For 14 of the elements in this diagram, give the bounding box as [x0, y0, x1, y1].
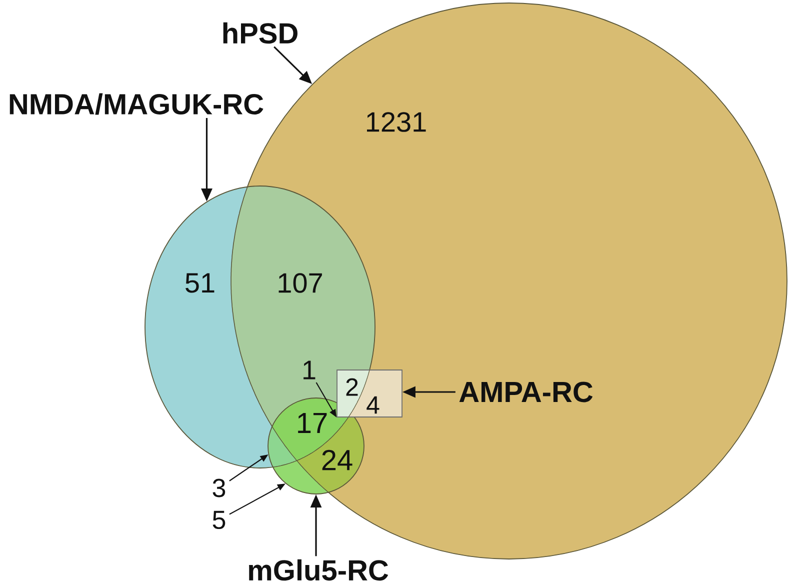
set-label: AMPA-RC — [459, 382, 593, 402]
region-count: 51 — [186, 273, 214, 293]
region-count: 4 — [366, 396, 380, 414]
set-label: mGlu5-RC — [249, 559, 388, 581]
set-label: NMDA/MAGUK-RC — [10, 93, 264, 115]
region-count: 1231 — [367, 112, 426, 132]
region-count: 1 — [304, 360, 316, 380]
region-count: 2 — [346, 378, 358, 396]
region-count: 3 — [212, 478, 226, 498]
set-label: hPSD — [223, 22, 298, 44]
region-count: 5 — [212, 510, 226, 530]
region-count: 17 — [298, 413, 327, 433]
region-count: 24 — [322, 450, 352, 470]
region-count: 107 — [278, 273, 322, 293]
